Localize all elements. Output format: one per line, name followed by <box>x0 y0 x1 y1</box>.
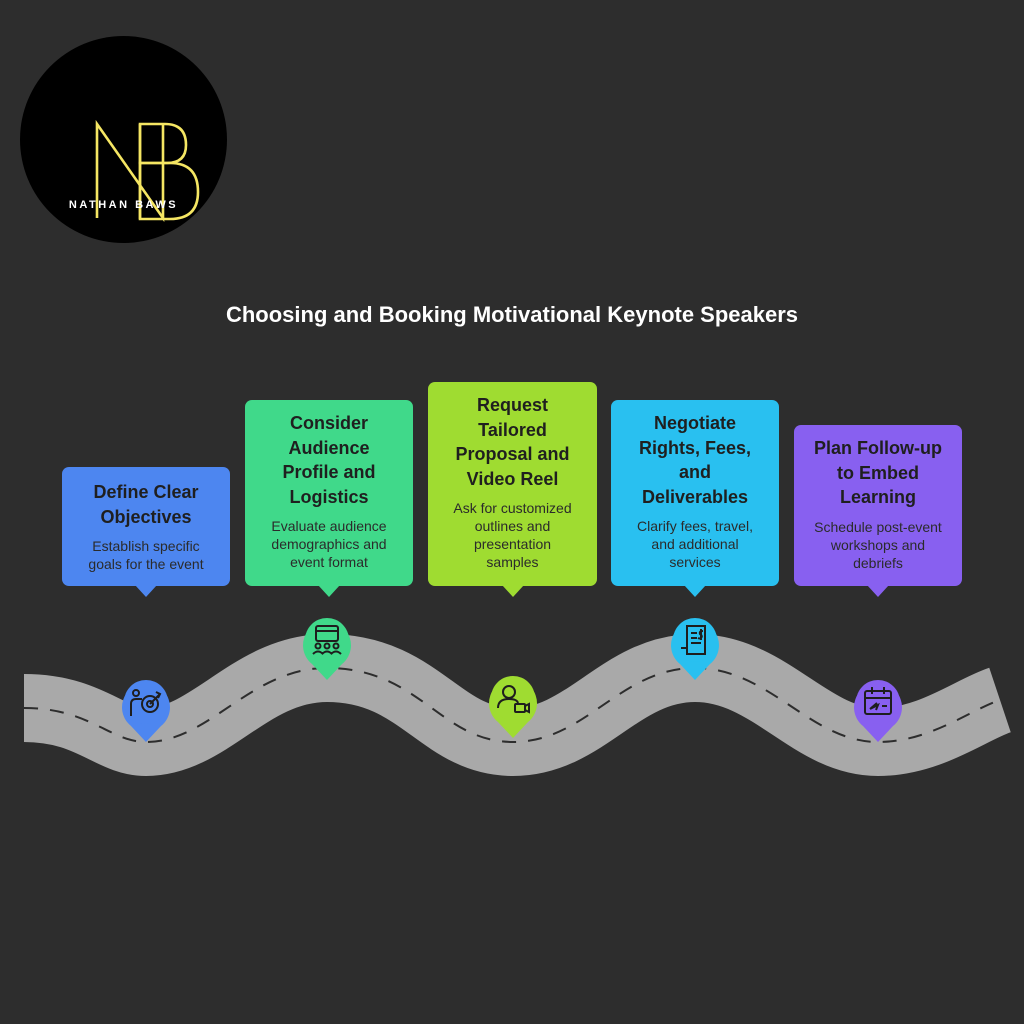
card-pointer <box>135 585 157 597</box>
card-pointer <box>318 585 340 597</box>
card-pointer <box>867 585 889 597</box>
winding-road <box>22 618 1012 777</box>
step-title: Define Clear Objectives <box>93 482 199 527</box>
diagram-title: Choosing and Booking Motivational Keynot… <box>225 302 799 327</box>
brand-name: NATHAN BAWS <box>68 199 179 211</box>
target-person-icon <box>122 680 170 742</box>
step-card-negotiate-rights: Negotiate Rights, Fees, and Deliverables… <box>611 400 779 597</box>
audience-screen-icon <box>303 618 351 680</box>
nb-monogram-icon <box>95 119 200 223</box>
brand-logo: NATHAN BAWS <box>20 36 227 243</box>
step-card-audience-profile: Consider Audience Profile and Logistics … <box>245 400 413 597</box>
calendar-plan-icon <box>854 680 902 742</box>
step-description: Schedule post-event workshops and debrie… <box>814 518 942 571</box>
step-title: Negotiate Rights, Fees, and Deliverables <box>638 413 752 507</box>
step-card-define-objectives: Define Clear Objectives Establish specif… <box>62 467 230 597</box>
step-description: Evaluate audience demographics and event… <box>271 518 387 570</box>
step-description: Establish specific goals for the event <box>88 538 204 572</box>
step-description: Ask for customized outlines and presenta… <box>453 500 572 570</box>
step-title: Plan Follow-up to Embed Learning <box>814 438 942 507</box>
card-pointer <box>501 585 524 597</box>
road-center-dashes <box>23 666 1001 744</box>
step-title: Request Tailored Proposal and Video Reel <box>455 395 570 489</box>
invoice-document-icon <box>671 618 719 680</box>
step-card-request-proposal: Request Tailored Proposal and Video Reel… <box>428 382 597 597</box>
card-pointer <box>684 585 706 597</box>
step-card-plan-follow-up: Plan Follow-up to Embed Learning Schedul… <box>794 425 962 597</box>
step-title: Consider Audience Profile and Logistics <box>282 413 376 507</box>
video-speaker-icon <box>489 676 537 738</box>
step-description: Clarify fees, travel, and additional ser… <box>637 518 753 570</box>
